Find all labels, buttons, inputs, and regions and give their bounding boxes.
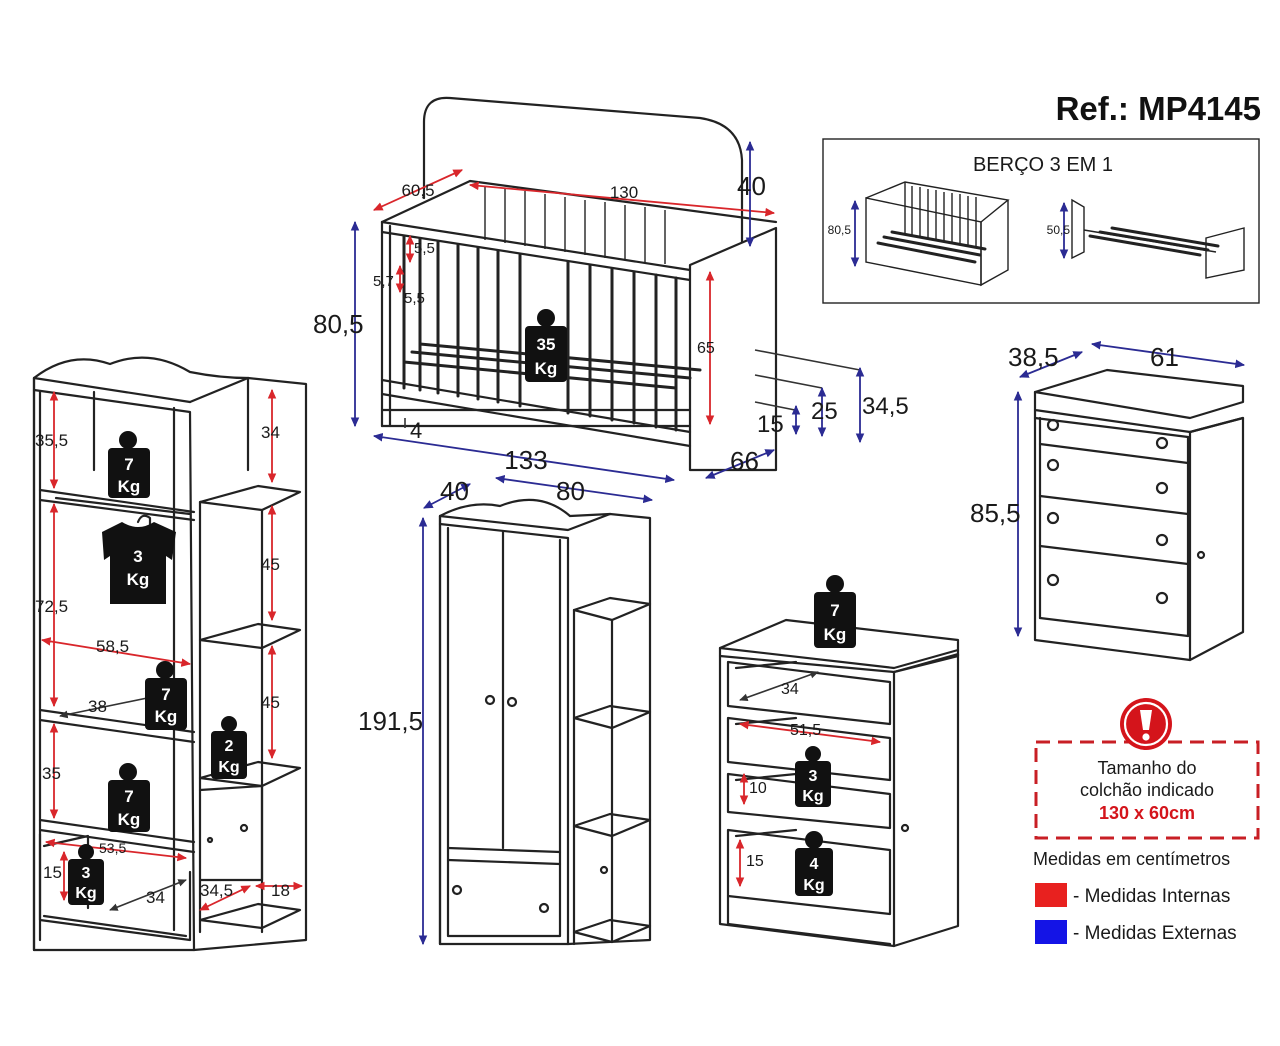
svg-text:Kg: Kg (824, 625, 847, 644)
ref-label: Ref.: MP4145 (1056, 90, 1261, 127)
mini-bed: 50,5 (1047, 198, 1245, 279)
crib-rail-gap-a: 5,5 (414, 240, 435, 257)
svg-text:4: 4 (810, 856, 819, 873)
chest-width: 61 (1150, 342, 1179, 372)
crib-load-value: 35 (537, 335, 556, 354)
crib-load-tag: 35 Kg (525, 309, 567, 382)
svg-text:Kg: Kg (803, 877, 824, 894)
crib-side-height: 65 (697, 340, 715, 357)
crib-internal-width: 130 (610, 183, 638, 202)
legend-internal-label: - Medidas Internas (1073, 886, 1230, 907)
crib-total-height: 80,5 (313, 309, 364, 339)
side-shelf-45a: 45 (261, 555, 280, 574)
svg-text:Kg: Kg (802, 788, 823, 805)
dresser-drawer-depth: 34 (781, 681, 799, 698)
svg-text:3: 3 (133, 547, 142, 566)
crib-bars (402, 234, 678, 432)
side-load-tag: 2 Kg (211, 716, 247, 779)
dresser-drawing: 34 51,5 10 15 7 Kg 3 Kg 4 Kg (718, 575, 960, 948)
shelf-load-tag-2: 7 Kg (145, 661, 187, 730)
dresser-load-tag-top: 7 Kg (814, 575, 856, 648)
dresser-load-tag-bottom: 4 Kg (795, 831, 833, 896)
shelf-unit-drawing: 35,5 72,5 58,5 38 35 53,5 15 34 34 45 45… (32, 356, 308, 952)
shelf-load-tag-1: 7 Kg (108, 431, 150, 498)
svg-text:3: 3 (82, 865, 91, 882)
svg-text:3: 3 (809, 768, 818, 785)
drawer-load-tag: 3 Kg (68, 844, 104, 905)
svg-text:Kg: Kg (118, 477, 141, 496)
chest-knobs (1046, 418, 1206, 605)
svg-text:Kg: Kg (75, 885, 96, 902)
mini-crib: 80,5 (828, 181, 1010, 287)
svg-text:7: 7 (124, 455, 133, 474)
legend-external-label: - Medidas Externas (1073, 923, 1237, 944)
dresser-load-tag-middle: 3 Kg (795, 746, 831, 807)
shelf-load-tag-3: 7 Kg (108, 763, 150, 832)
drawer-height: 15 (43, 863, 62, 882)
warning-icon (1120, 698, 1172, 750)
notice-line-3: 130 x 60cm (1099, 803, 1195, 823)
svg-text:Kg: Kg (155, 707, 178, 726)
crib-rail-gap-c: 5,5 (404, 290, 425, 307)
inset-bed-height: 50,5 (1047, 223, 1071, 237)
legend-external-swatch (1035, 920, 1067, 944)
drawer-depth: 34 (146, 888, 165, 907)
crib-total-width: 133 (504, 445, 547, 475)
svg-text:7: 7 (161, 685, 170, 704)
dresser-drawer-height-a: 10 (749, 780, 767, 797)
crib-load-unit: Kg (535, 359, 558, 378)
inset-frame (822, 138, 1260, 304)
crib-depth: 60,5 (401, 181, 434, 200)
side-shelf-45b: 45 (261, 693, 280, 712)
svg-text:Kg: Kg (127, 570, 150, 589)
shelf-top-height: 35,5 (35, 431, 68, 450)
crib-total-depth: 66 (730, 446, 759, 476)
inset-crib-3-in-1: BERÇO 3 EM 1 80,5 50,5 (822, 138, 1260, 304)
wardrobe-depth: 40 (440, 476, 469, 506)
notice-line-2: colchão indicado (1080, 780, 1214, 800)
shirt-load-tag: 3 Kg (102, 514, 176, 604)
shelf-width: 58,5 (96, 637, 129, 656)
chest-drawing: 38,5 61 85,5 (970, 340, 1246, 662)
crib-base-offset: 4 (410, 418, 422, 443)
legend-internal-swatch (1035, 883, 1067, 907)
crib-rail-gap-b: 5,7 (373, 273, 394, 290)
crib-level-345: 34,5 (862, 393, 909, 420)
crib-level-15: 15 (757, 411, 784, 438)
svg-text:Kg: Kg (118, 810, 141, 829)
notice-line-1: Tamanho do (1097, 758, 1196, 778)
side-width: 34,5 (200, 881, 233, 900)
shelf-depth: 38 (88, 697, 107, 716)
inset-title: BERÇO 3 EM 1 (973, 154, 1113, 176)
side-shelf-34: 34 (261, 423, 280, 442)
wardrobe-drawing: 40 80 191,5 (358, 474, 654, 946)
wardrobe-height: 191,5 (358, 706, 423, 736)
inset-crib-height: 80,5 (828, 223, 852, 237)
crib-level-25: 25 (811, 398, 838, 425)
mattress-notice: Tamanho do colchão indicado 130 x 60cm (1034, 698, 1260, 840)
shelf-middle-height: 72,5 (35, 597, 68, 616)
svg-text:2: 2 (225, 738, 234, 755)
svg-text:7: 7 (124, 787, 133, 806)
side-depth: 18 (271, 881, 290, 900)
drawer-width: 53,5 (99, 840, 126, 856)
svg-text:7: 7 (830, 601, 839, 620)
svg-text:Kg: Kg (218, 759, 239, 776)
crib-top-extension: 40 (737, 171, 766, 201)
shelf-lower-height: 35 (42, 764, 61, 783)
chest-height: 85,5 (970, 498, 1021, 528)
crib-drawing: 60,5 130 40 80,5 5,5 5,7 5,5 65 4 133 66… (313, 96, 909, 484)
wardrobe-width: 80 (556, 476, 585, 506)
dresser-drawer-height-b: 15 (746, 853, 764, 870)
legend: Medidas em centímetros - Medidas Interna… (1033, 849, 1237, 944)
chest-depth: 38,5 (1008, 342, 1059, 372)
legend-title: Medidas em centímetros (1033, 849, 1230, 869)
dresser-drawer-width: 51,5 (790, 722, 821, 739)
